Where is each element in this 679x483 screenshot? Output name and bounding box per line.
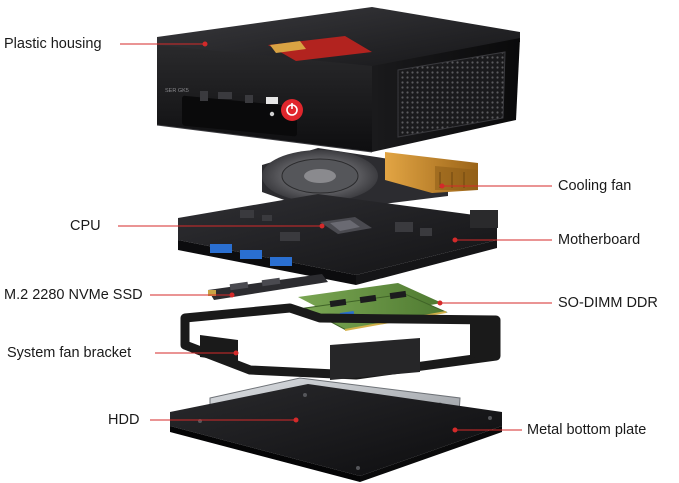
label-metal-bottom-plate: Metal bottom plate [527,422,647,438]
label-cpu: CPU [70,218,101,234]
metal-bottom-plate [170,384,502,482]
label-system-fan-bracket: System fan bracket [7,345,132,361]
label-so-dimm: SO-DIMM DDR [558,295,658,311]
power-icon [281,99,303,121]
motherboard [178,194,498,285]
label-cooling-fan: Cooling fan [558,178,632,194]
m2-ssd [208,274,328,300]
plastic-housing: SER GK5 [156,7,520,153]
audio-jack-icon [269,111,275,117]
label-motherboard: Motherboard [558,232,641,248]
label-ssd: M.2 2280 NVMe SSD [4,287,143,303]
cpu-chip [320,217,372,234]
system-fan-bracket [180,303,501,380]
usb-port-icon [200,91,208,101]
label-plastic-housing: Plastic housing [4,36,102,52]
leader-lines [118,41,552,433]
label-hdd: HDD [108,412,140,428]
svg-text:SER GK5: SER GK5 [165,88,189,94]
